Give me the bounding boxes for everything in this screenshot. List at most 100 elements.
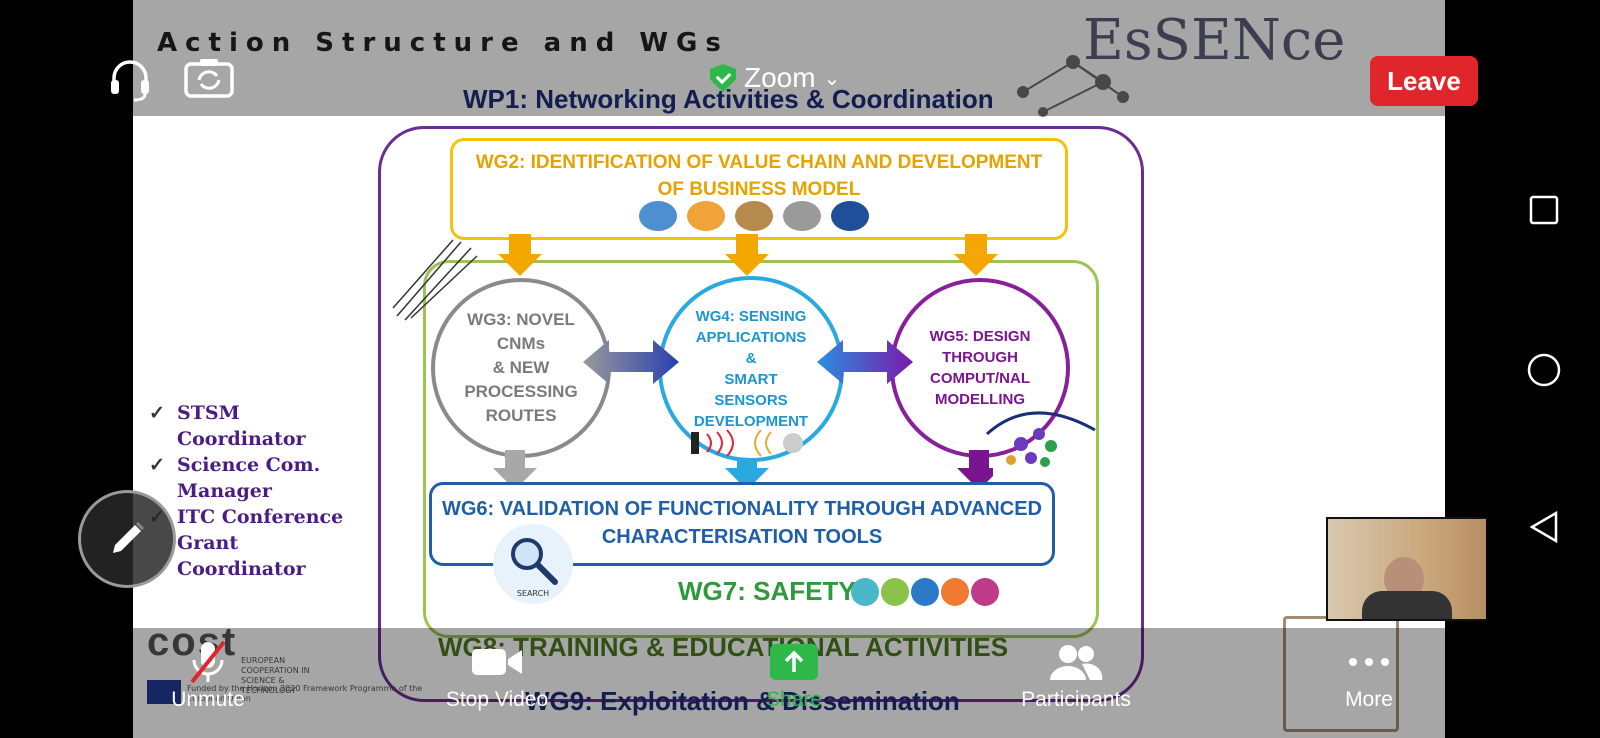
headset-icon	[111, 60, 149, 102]
search-badge: SEARCH	[493, 524, 573, 604]
role-line: STSM	[177, 402, 240, 424]
wg4-line-2: APPLICATIONS	[695, 329, 807, 346]
role-line: Coordinator	[177, 558, 306, 580]
wg9-label: WG9: Exploitation & Dissemination	[525, 686, 960, 716]
search-badge-label: SEARCH	[516, 589, 550, 598]
unmute-label: Unmute	[171, 688, 245, 711]
wg3-line-2: CNMs	[496, 334, 546, 353]
wg7-label: WG7: SAFETY	[678, 576, 856, 606]
wp1-frame	[378, 126, 1144, 702]
share-label: Share	[765, 688, 823, 711]
annotate-button[interactable]	[78, 490, 176, 588]
cost-logo: cost	[147, 620, 238, 664]
cost-subtitle: EUROPEAN COOPERATION IN SCIENCE & TECHNO…	[241, 656, 310, 695]
video-camera-icon	[472, 649, 522, 675]
eu-funding-text: Funded by the Horizon 2020 Framework Pro…	[187, 684, 423, 703]
unmute-button[interactable]: Unmute	[168, 636, 248, 712]
share-button[interactable]: Share	[754, 636, 834, 712]
hexagon-icon	[831, 201, 869, 231]
wg5-line-3: COMPUT/NAL	[930, 370, 1030, 387]
wg6-line-2: CHARACTERISATION TOOLS	[601, 526, 883, 548]
wg3-line-3: & NEW	[492, 358, 550, 377]
participants-button[interactable]: Participants	[1016, 636, 1136, 712]
wg4-line-6: DEVELOPMENT	[693, 413, 809, 430]
participants-label: Participants	[1021, 688, 1131, 711]
muted-mic-icon	[190, 640, 226, 684]
chain-icon	[639, 201, 677, 231]
wg4-line-5: SENSORS	[714, 392, 788, 409]
wg3-line-5: ROUTES	[485, 406, 557, 425]
arrow-wg2-wg4	[736, 234, 758, 254]
safety-icon-3	[911, 578, 939, 606]
nanotube-graphic	[392, 239, 478, 321]
wp1-heading: WP1: Networking Activities & Coordinatio…	[463, 84, 994, 114]
arrow-wg5-wg6	[957, 450, 993, 490]
wg4-line-4: SMART	[724, 371, 778, 388]
meeting-title-dropdown[interactable]: Zoom ⌄	[710, 62, 840, 94]
wg3-circle: WG3: NOVEL CNMs & NEW PROCESSING ROUTES	[431, 278, 611, 458]
wg6-label: WG6: VALIDATION OF FUNCTIONALITY THROUGH…	[432, 495, 1052, 551]
wg2-icons	[639, 201, 869, 231]
encryption-shield-icon	[710, 64, 736, 92]
role-line: Science Com.	[177, 454, 321, 476]
leave-button[interactable]: Leave	[1370, 56, 1478, 106]
essence-logo: EsSENce	[1083, 8, 1346, 73]
chevron-down-icon: ⌄	[823, 67, 841, 90]
wg4-line-3: &	[745, 350, 757, 367]
signal-waves-icon	[691, 429, 803, 457]
android-nav-bar	[1486, 0, 1600, 738]
arrow-wg4-wg6	[725, 458, 769, 490]
team-gears-icon	[687, 201, 725, 231]
participants-icon	[1050, 645, 1103, 680]
wg4-line-1: WG4: SENSING	[695, 308, 807, 325]
wg8-label: WG8: TRAINING & EDUCATIONAL ACTIVITIES	[438, 632, 1009, 662]
role-line: ITC Conference	[177, 506, 344, 528]
network-graphic	[1017, 55, 1129, 117]
back-icon[interactable]	[1528, 510, 1560, 544]
slide-title: Action Structure and WGs	[157, 28, 729, 58]
check-icon: ✓	[149, 454, 165, 476]
arrow-wg4-wg5	[817, 340, 913, 384]
check-icon: ✓	[149, 402, 165, 424]
recent-apps-icon[interactable]	[1528, 194, 1560, 226]
safety-icon-2	[881, 578, 909, 606]
molecule-graphic	[985, 411, 1096, 467]
wg2-box: WG2: IDENTIFICATION OF VALUE CHAIN AND D…	[450, 138, 1068, 240]
more-dots-icon	[1349, 658, 1389, 666]
audio-headset-button[interactable]	[108, 58, 152, 106]
heart-icon	[941, 578, 969, 606]
wg3-line-1: WG3: NOVEL	[467, 310, 575, 329]
meeting-title: Zoom	[744, 62, 816, 93]
arrow-wg2-wg5	[965, 234, 987, 254]
eu-flag-icon	[147, 680, 181, 704]
role-line: Grant	[177, 532, 239, 554]
home-icon[interactable]	[1526, 352, 1562, 388]
more-label: More	[1345, 688, 1393, 711]
share-arrow-icon	[770, 644, 818, 680]
magnifier-chart-icon	[783, 201, 821, 231]
wg3-line-4: PROCESSING	[464, 382, 578, 401]
stop-video-button[interactable]: Stop Video	[442, 636, 552, 712]
participant-body	[1362, 591, 1452, 619]
wg4-circle: WG4: SENSING APPLICATIONS & SMART SENSOR…	[658, 276, 844, 462]
self-video-thumbnail[interactable]	[1326, 517, 1510, 621]
wg7-icons	[851, 578, 999, 606]
safety-icon-1	[851, 578, 879, 606]
wg2-label: WG2: IDENTIFICATION OF VALUE CHAIN AND D…	[475, 152, 1043, 200]
warning-icon	[971, 578, 999, 606]
role-line: Manager	[177, 480, 272, 502]
wg5-circle: WG5: DESIGN THROUGH COMPUT/NAL MODELLING	[890, 278, 1070, 458]
more-button[interactable]: More	[1334, 636, 1404, 712]
wg5-line-4: MODELLING	[935, 391, 1025, 408]
arrow-wg3-wg4	[583, 340, 679, 384]
box-icon	[735, 201, 773, 231]
switch-camera-button[interactable]	[184, 56, 234, 104]
double-arrows	[583, 340, 913, 384]
arrow-head-wg4	[725, 254, 769, 276]
arrow-wg3-wg6	[493, 450, 537, 490]
shared-slide: Action Structure and WGs EsSENce WP1: Ne…	[133, 0, 1445, 738]
arrow-head-wg3	[498, 254, 542, 276]
